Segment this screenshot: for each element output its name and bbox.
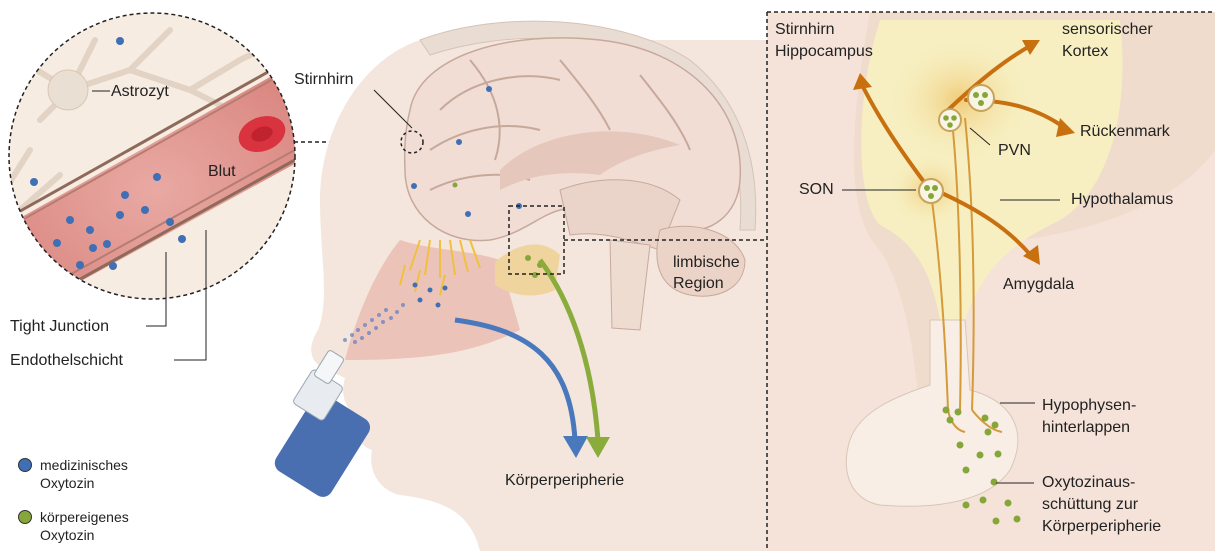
label-limbic-1: limbische <box>673 253 740 273</box>
label-tight-junction: Tight Junction <box>10 317 109 337</box>
legend-dot-medical <box>19 459 32 472</box>
label-release-2: schüttung zur <box>1042 495 1138 515</box>
label-endothelium: Endothelschicht <box>10 351 123 371</box>
label-astrocyte: Astrozyt <box>111 82 169 102</box>
label-spinal-cord: Rückenmark <box>1080 122 1170 142</box>
label-frontal-1: Stirnhirn <box>775 20 835 40</box>
label-hypothalamus: Hypothalamus <box>1071 190 1173 210</box>
label-release-1: Oxytozinaus- <box>1042 473 1135 493</box>
cell-inset <box>0 0 320 320</box>
label-sensory-1: sensorischer <box>1062 20 1153 40</box>
legend-dot-endogenous <box>19 511 32 524</box>
label-hippocampus: Hippocampus <box>775 42 873 62</box>
astrocyte-cell <box>48 70 88 110</box>
label-frontal-brain: Stirnhirn <box>294 70 354 90</box>
label-pituitary-2: hinterlappen <box>1042 418 1130 438</box>
hypothalamus-inset <box>767 12 1215 551</box>
label-pvn: PVN <box>998 141 1031 161</box>
label-periphery: Körperperipherie <box>505 471 624 491</box>
label-limbic-2: Region <box>673 274 724 294</box>
legend-medical-1: medizinisches <box>40 456 128 474</box>
son-nucleus <box>919 179 943 203</box>
label-amygdala: Amygdala <box>1003 275 1074 295</box>
label-release-3: Körperperipherie <box>1042 517 1161 537</box>
legend-endogenous-2: Oxytozin <box>40 526 94 544</box>
label-sensory-2: Kortex <box>1062 42 1108 62</box>
label-son: SON <box>799 180 834 200</box>
label-blood: Blut <box>208 162 236 182</box>
label-pituitary-1: Hypophysen- <box>1042 396 1136 416</box>
legend-endogenous-1: körpereigenes <box>40 508 129 526</box>
legend-medical-2: Oxytozin <box>40 474 94 492</box>
